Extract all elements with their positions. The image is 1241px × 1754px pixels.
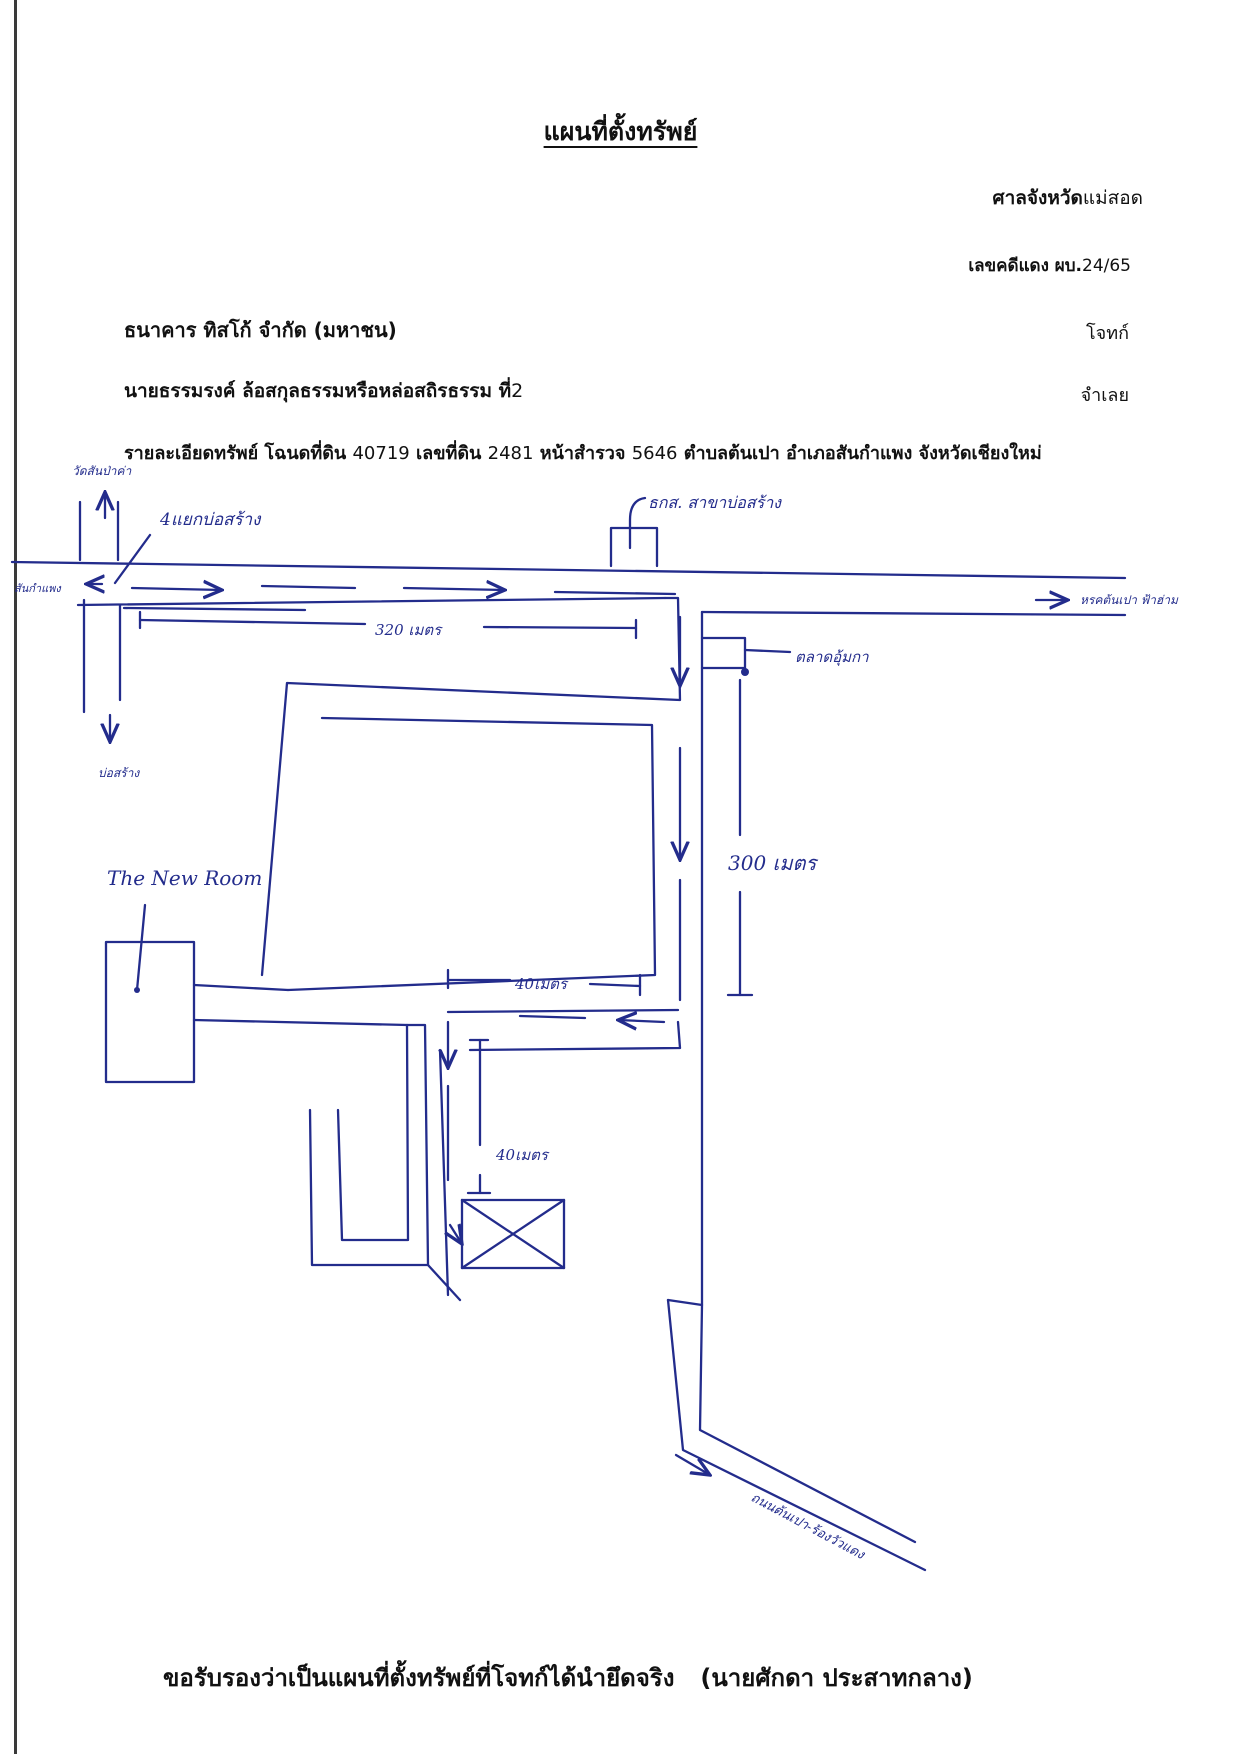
case-label: เลขคดีแดง ผบ. (968, 256, 1082, 276)
west-destination-label: สันกำแพง (14, 582, 62, 595)
defendant-name: นายธรรมรงค์ ล้อสกุลธรรมหรือหล่อสถิรธรรม … (124, 376, 523, 406)
case-value: 24/65 (1082, 256, 1131, 276)
defendant-label: นายธรรมรงค์ ล้อสกุลธรรมหรือหล่อสถิรธรรม … (124, 380, 512, 402)
driveway (308, 1023, 462, 1302)
south-destination-label: บ่อสร้าง (98, 766, 140, 780)
corner-shop-marker (700, 636, 792, 676)
details-text-4: ตำบลต้นเปา อำเภอสันกำแพง จังหวัดเชียงใหม… (677, 443, 1042, 464)
route-arrows (448, 615, 680, 1244)
land-number: 2481 (487, 443, 534, 464)
main-road (10, 560, 1127, 617)
intersection-label: 4แยกบ่อสร้าง (159, 510, 262, 530)
details-text-3: หน้าสำรวจ (533, 443, 632, 464)
survey-number: 5646 (631, 443, 678, 464)
southeast-road (666, 1298, 927, 1572)
distance-right-label: 300 เมตร (728, 851, 819, 875)
distance-drive-label: 40เมตร (495, 1146, 550, 1164)
traffic-arrows (122, 586, 677, 612)
property-details: รายละเอียดทรัพย์ โฉนดที่ดิน 40719 เลขที่… (124, 438, 1042, 467)
bank-marker (609, 496, 659, 568)
cross-road (78, 500, 152, 714)
case-number: เลขคดีแดง ผบ.24/65 (968, 252, 1131, 279)
court-name: ศาลจังหวัดแม่สอด (993, 183, 1143, 213)
plaintiff-name: ธนาคาร ทิสโก้ จำกัด (มหาชน) (124, 318, 397, 342)
east-destination-label: หรคต้นเปา ฟ้าฮ่าม (1080, 593, 1179, 607)
dim-mid (446, 968, 642, 997)
distance-top-label: 320 เมตร (375, 621, 443, 639)
details-text-1: รายละเอียดทรัพย์ โฉนดที่ดิน (124, 443, 353, 464)
bank-branch-label: ธกส. สาขาบ่อสร้าง (648, 493, 782, 512)
defendant-number: 2 (511, 380, 524, 402)
north-destination-label: วัดสันป่าค่า (72, 464, 132, 478)
deed-number: 40719 (352, 443, 410, 464)
certification-text: ขอรับรองว่าเป็นแผนที่ตั้งทรัพย์ที่โจทก์ไ… (163, 1664, 675, 1692)
distance-mid-label: 40เมตร (514, 975, 569, 993)
southeast-destination-label: ถนนต้นเปา-ร้องวัวแดง (748, 1490, 868, 1563)
defendant-role: จำเลย (1080, 385, 1129, 406)
page-title: แผนที่ตั้งทรัพย์ (543, 117, 698, 146)
signer-name: (นายศักดา ประสาทกลาง) (700, 1664, 973, 1692)
details-text-2: เลขที่ดิน (409, 443, 488, 464)
certification-line: ขอรับรองว่าเป็นแผนที่ตั้งทรัพย์ที่โจทก์ไ… (163, 1658, 973, 1697)
corner-shop-label: ตลาดอุ้มกา (795, 648, 869, 666)
dim-drive (466, 1038, 492, 1195)
landmark-building (104, 903, 196, 1084)
court-label: ศาลจังหวัด (992, 187, 1083, 209)
page-edge (14, 0, 17, 1754)
dim-top (138, 610, 638, 640)
block-road (192, 596, 704, 1307)
dim-right (726, 678, 754, 997)
landmark-label: The New Room (107, 866, 262, 890)
plaintiff-role: โจทก์ (1086, 323, 1129, 344)
property-marker (460, 1198, 566, 1270)
court-location: แม่สอด (1082, 187, 1143, 209)
